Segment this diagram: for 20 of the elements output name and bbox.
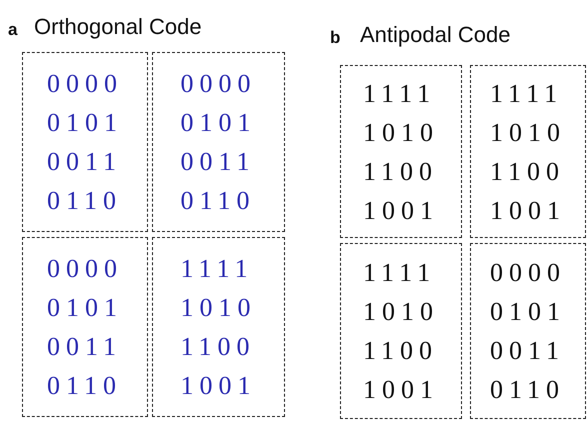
code-block bbox=[470, 65, 586, 238]
code-words: 0000 0101 0011 0110 bbox=[490, 257, 566, 406]
panel-title: Antipodal Code bbox=[360, 22, 510, 48]
code-block bbox=[470, 243, 586, 419]
code-words: 0000 0101 0011 0110 bbox=[180, 68, 256, 217]
panel-letter: b bbox=[330, 28, 340, 48]
code-words: 1111 1010 1100 1001 bbox=[363, 78, 439, 226]
code-words: 0000 0101 0011 0110 bbox=[47, 68, 123, 217]
panel-letter: a bbox=[8, 20, 18, 40]
code-block bbox=[340, 65, 462, 238]
code-block bbox=[152, 52, 285, 232]
code-words: 1111 1010 1100 1001 bbox=[363, 257, 439, 406]
code-words: 1111 1010 1100 1001 bbox=[490, 78, 566, 226]
code-block bbox=[22, 237, 148, 417]
code-block bbox=[152, 237, 285, 417]
panel-title: Orthogonal Code bbox=[34, 14, 202, 40]
code-words: 0000 0101 0011 0110 bbox=[47, 253, 123, 402]
code-words: 1111 1010 1100 1001 bbox=[180, 253, 256, 402]
code-block bbox=[22, 52, 148, 232]
code-block bbox=[340, 243, 462, 419]
